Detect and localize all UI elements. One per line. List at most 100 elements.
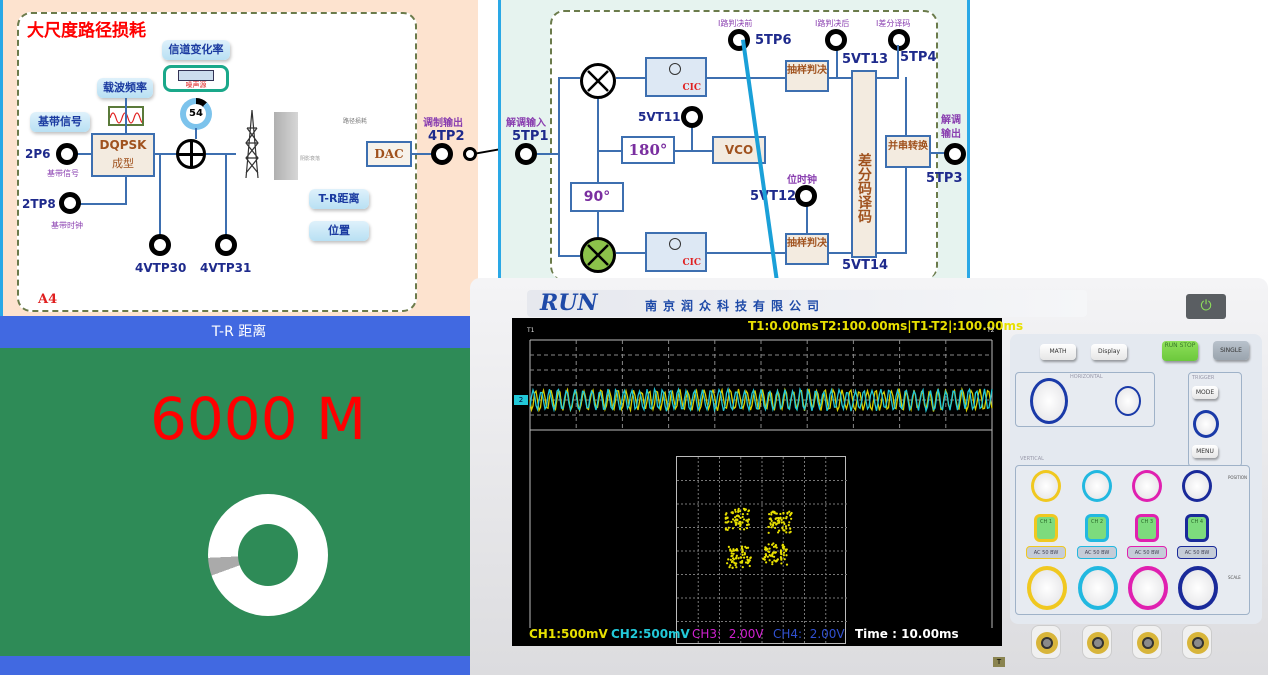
constellation-point [769, 548, 771, 550]
ch2-coupling-controls[interactable]: AC 50 BW [1077, 546, 1117, 559]
constellation-point [767, 556, 769, 558]
constellation-point [736, 555, 738, 557]
constellation-point [771, 561, 773, 563]
ch2-position-knob[interactable] [1082, 470, 1112, 502]
testpoint-5vt14-label: 5VT14 [842, 258, 888, 273]
testpoint-2tp8-caption: 基带时钟 [51, 220, 83, 231]
constellation-point [742, 554, 744, 556]
ch4-select-button[interactable]: CH 4 [1188, 517, 1206, 539]
ch2-scale-knob[interactable] [1078, 566, 1118, 610]
testpoint-4vtp30[interactable] [149, 234, 171, 256]
testpoint-5vt11[interactable] [681, 106, 703, 128]
ch2-scale-readout: CH2:500mV [611, 627, 690, 641]
testpoint-5vt13[interactable] [825, 29, 847, 51]
testpoint-5tp6[interactable] [728, 29, 750, 51]
carrier-frequency-button[interactable]: 载波频率 [97, 78, 153, 98]
tr-distance-button[interactable]: T-R距离 [309, 189, 369, 209]
constellation-point [726, 562, 728, 564]
ch4-position-knob[interactable] [1182, 470, 1212, 502]
constellation-point [735, 511, 737, 513]
constellation-point [781, 519, 783, 521]
constellation-point [735, 524, 737, 526]
channel-rate-button[interactable]: 信道变化率 [162, 40, 230, 60]
ch1-scale-knob[interactable] [1027, 566, 1067, 610]
constellation-point [734, 509, 736, 511]
i-after-decision-label: I路判决后 [815, 18, 849, 29]
modulator-title: DQPSK [93, 135, 153, 155]
run-stop-button[interactable]: RUN STOP [1162, 341, 1198, 361]
constellation-point [781, 521, 783, 523]
constellation-point [769, 559, 771, 561]
constellation-point [734, 564, 736, 566]
ch1-bnc-input[interactable] [1031, 625, 1061, 659]
testpoint-5tp1[interactable] [515, 143, 537, 165]
display-button[interactable]: Display [1091, 344, 1127, 360]
trigger-level-marker[interactable]: T [993, 657, 1005, 667]
constellation-point [778, 522, 780, 524]
baseband-signal-button[interactable]: 基带信号 [30, 112, 90, 132]
math-button[interactable]: MATH [1040, 344, 1076, 360]
single-button[interactable]: SINGLE [1213, 341, 1249, 360]
phase-90-block: 90° [570, 182, 624, 212]
constellation-point [783, 554, 785, 556]
ch2-bnc-input[interactable] [1082, 625, 1112, 659]
noise-source-box[interactable]: 噪声源 [163, 65, 229, 92]
mode-button[interactable]: MODE [1192, 386, 1218, 399]
constellation-point [749, 559, 751, 561]
constellation-point [747, 547, 749, 549]
position-button[interactable]: 位置 [309, 221, 369, 241]
constellation-point [789, 528, 791, 530]
constellation-point [790, 513, 792, 515]
ch2-level-marker[interactable]: 2 [514, 395, 528, 405]
testpoint-2p6[interactable] [56, 143, 78, 165]
testpoint-2tp8[interactable] [59, 192, 81, 214]
constellation-point [779, 513, 781, 515]
menu-button[interactable]: MENU [1192, 445, 1218, 458]
ch3-position-knob[interactable] [1132, 470, 1162, 502]
horizontal-position-knob[interactable] [1115, 386, 1141, 416]
noise-level-gauge[interactable]: 54 [180, 98, 212, 130]
ch3-coupling-controls[interactable]: AC 50 BW [1127, 546, 1167, 559]
sample-decision-i-block: 抽样判决 [785, 60, 829, 92]
ch1-position-knob[interactable] [1031, 470, 1061, 502]
sum-icon [669, 238, 681, 250]
ch4-bnc-input[interactable] [1182, 625, 1212, 659]
constellation-point [782, 544, 784, 546]
constellation-point [767, 526, 769, 528]
constellation-point [743, 518, 745, 520]
dqpsk-modulator-block: DQPSK 成型 [91, 133, 155, 177]
ch2-select-button[interactable]: CH 2 [1088, 517, 1106, 539]
constellation-point [735, 521, 737, 523]
horizontal-scale-knob[interactable] [1030, 378, 1068, 424]
constellation-point [726, 517, 728, 519]
ch4-coupling-controls[interactable]: AC 50 BW [1177, 546, 1217, 559]
testpoint-5tp4[interactable] [888, 29, 910, 51]
jumper-post-left[interactable] [463, 147, 477, 161]
i-before-decision-label: I路判决前 [718, 18, 752, 29]
time-scale-readout: Time : 10.00ms [855, 627, 959, 641]
ch3-select-button[interactable]: CH 3 [1138, 517, 1156, 539]
constellation-point [733, 553, 735, 555]
distance-gauge[interactable] [208, 494, 328, 616]
constellation-point [790, 531, 792, 533]
constellation-point [775, 518, 777, 520]
constellation-point [771, 555, 773, 557]
constellation-point [765, 561, 767, 563]
ch1-select-button[interactable]: CH 1 [1037, 517, 1055, 539]
constellation-point [739, 521, 741, 523]
trigger-level-knob[interactable] [1193, 410, 1219, 438]
constellation-point [736, 514, 738, 516]
ch3-bnc-input[interactable] [1132, 625, 1162, 659]
power-button[interactable]: ⏻ [1186, 294, 1226, 319]
testpoint-5tp3[interactable] [944, 143, 966, 165]
scale-label: SCALE [1228, 575, 1241, 580]
testpoint-5vt12[interactable] [795, 185, 817, 207]
ch3-scale-knob[interactable] [1128, 566, 1168, 610]
brand-name: 南京润众科技有限公司 [645, 297, 825, 314]
ch4-scale-knob[interactable] [1178, 566, 1218, 610]
testpoint-2tp8-label: 2TP8 [22, 197, 56, 211]
testpoint-4vtp31[interactable] [215, 234, 237, 256]
testpoint-4tp2[interactable] [431, 143, 453, 165]
testpoint-2p6-caption: 基带信号 [47, 168, 79, 179]
ch1-coupling-controls[interactable]: AC 50 BW [1026, 546, 1066, 559]
